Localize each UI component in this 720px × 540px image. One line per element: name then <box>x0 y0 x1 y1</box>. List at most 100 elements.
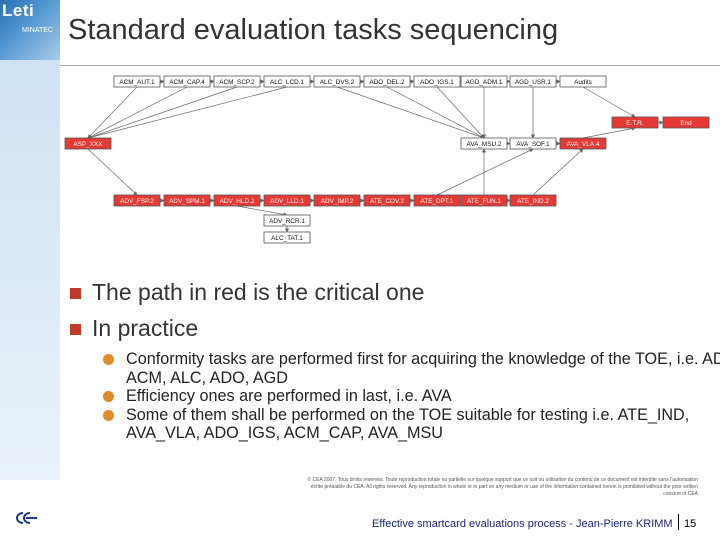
node-box <box>662 116 710 129</box>
node-audits: Audits <box>559 75 607 88</box>
bullet-square-icon <box>70 288 81 299</box>
node-box <box>363 75 411 88</box>
bullet-dot-icon <box>103 391 114 402</box>
node-ate-fun: ATE_FUN.1 <box>460 194 508 207</box>
node-box <box>460 137 508 150</box>
node-box <box>313 194 361 207</box>
node-adv-rcr: ADV_RCR.1 <box>263 214 311 227</box>
edge-ate_ind-to-ava_vla <box>532 148 584 196</box>
edge-ado_igs-to-ava_msu <box>436 86 485 139</box>
node-ava-vla: AVA_VLA.4 <box>559 137 607 150</box>
edge-alc_dvs-to-ava_msu <box>336 86 485 139</box>
sub-bullet-text: Conformity tasks are performed first for… <box>126 350 720 387</box>
logo-name: Leti <box>2 1 35 20</box>
left-decor-band <box>0 60 60 480</box>
edge-asp_xxx-to-adv_fsp <box>87 148 138 196</box>
sub-bullet-text: Efficiency ones are performed in last, i… <box>126 387 452 405</box>
edge-ado_del-to-ava_msu <box>386 86 485 139</box>
node-label: ATE_COV.2 <box>370 198 405 205</box>
bullet-square-icon <box>70 324 81 335</box>
node-ado-igs: ADO_IGS.1 <box>413 75 461 88</box>
node-box <box>64 137 112 150</box>
node-acm-scp: ACM_SCP.2 <box>213 75 261 88</box>
node-label: ADV_LLD.1 <box>270 198 304 205</box>
node-label: AGD_ADM.1 <box>466 79 503 86</box>
node-etr: E.T.R. <box>611 116 659 129</box>
edge-acm_cap-to-asp_xxx <box>87 86 188 139</box>
node-label: ALC_DVS.2 <box>320 79 355 86</box>
node-box <box>413 194 461 207</box>
node-label: ADO_IGS.1 <box>420 79 454 86</box>
node-asp-xxx: ASP_XXX <box>64 137 112 150</box>
sub-bullet-text: Some of them shall be performed on the T… <box>126 405 690 443</box>
node-label: ATE_FUN.1 <box>467 198 501 205</box>
node-label: ADV_HLD.2 <box>220 198 255 205</box>
footer-separator <box>678 514 679 530</box>
node-label: ACM_AUT.1 <box>119 79 155 86</box>
edge-acm_aut-to-asp_xxx <box>87 86 138 139</box>
node-acm-cap: ACM_CAP.4 <box>163 75 211 88</box>
node-ate-dpt: ATE_DPT.1 <box>413 194 461 207</box>
bullet-dot-icon <box>103 409 114 421</box>
node-box <box>263 194 311 207</box>
node-label: ATE_DPT.1 <box>421 198 454 205</box>
page-number: 15 <box>684 518 697 530</box>
edge-audits-to-etr <box>582 86 636 118</box>
edge-alc_lcd-to-asp_xxx <box>87 86 288 140</box>
copyright-notice: © CEA 2007. Tous droits réservés. Toute … <box>307 477 698 497</box>
title-divider <box>60 65 720 66</box>
bullet-text: The path in red is the critical one <box>92 279 425 305</box>
node-box <box>313 75 361 88</box>
node-label: ALC_LCD.1 <box>270 79 305 86</box>
node-box <box>263 75 311 88</box>
bullet-list: The path in red is the critical one In p… <box>70 274 720 443</box>
node-label: AGD_USR.1 <box>515 79 552 86</box>
node-label: ADV_FSP.2 <box>120 198 154 205</box>
node-box <box>213 194 261 207</box>
node-adv-lld: ADV_LLD.1 <box>263 194 311 207</box>
bullet-dot-icon <box>103 354 114 365</box>
node-box <box>163 194 211 207</box>
node-end: End <box>662 116 710 129</box>
node-box <box>263 214 311 227</box>
node-label: ATE_IND.2 <box>517 198 549 205</box>
node-label: ADV_IMP.2 <box>321 198 354 205</box>
node-box <box>509 75 557 88</box>
node-adv-spm: ADV_SPM.1 <box>163 194 211 207</box>
node-adv-fsp: ADV_FSP.2 <box>113 194 161 207</box>
node-alc-lcd: ALC_LCD.1 <box>263 75 311 88</box>
logo-subtitle: MINATEC <box>22 27 53 34</box>
node-label: AVA_MSU.2 <box>467 141 502 148</box>
node-box <box>163 75 211 88</box>
node-box <box>559 137 607 150</box>
node-box <box>363 194 411 207</box>
edge-adv_hld-to-adv_rcr <box>236 205 288 217</box>
node-box <box>460 75 508 88</box>
node-agd-adm: AGD_ADM.1 <box>460 75 508 88</box>
bullet-in-practice: In practice <box>70 310 720 346</box>
node-ava-sof: AVA_SOF.1 <box>509 137 557 150</box>
node-box <box>559 75 607 88</box>
node-ate-ind: ATE_IND.2 <box>509 194 557 207</box>
node-box <box>611 116 659 129</box>
slide-title: Standard evaluation tasks sequencing <box>68 14 559 46</box>
node-adv-imp: ADV_IMP.2 <box>313 194 361 207</box>
sub-bullet-testing: Some of them shall be performed on the T… <box>70 406 720 443</box>
node-label: E.T.R. <box>626 120 644 127</box>
node-adv-hld: ADV_HLD.2 <box>213 194 261 207</box>
leti-logo: Leti MINATEC <box>0 0 60 60</box>
node-label: ADO_DEL.2 <box>369 79 405 86</box>
bullet-critical-path: The path in red is the critical one <box>70 274 720 310</box>
node-box <box>263 231 311 244</box>
node-label: AVA_VLA.4 <box>567 141 600 148</box>
edge-ava_vla-to-etr <box>582 126 636 139</box>
node-box <box>213 75 261 88</box>
node-box <box>509 194 557 207</box>
node-ate-cov: ATE_COV.2 <box>363 194 411 207</box>
edge-acm_scp-to-asp_xxx <box>87 86 238 139</box>
node-acm-aut: ACM_AUT.1 <box>113 75 161 88</box>
node-label: AVA_SOF.1 <box>516 141 550 148</box>
node-label: ADV_SPM.1 <box>169 198 205 205</box>
node-label: ADV_RCR.1 <box>269 218 305 225</box>
